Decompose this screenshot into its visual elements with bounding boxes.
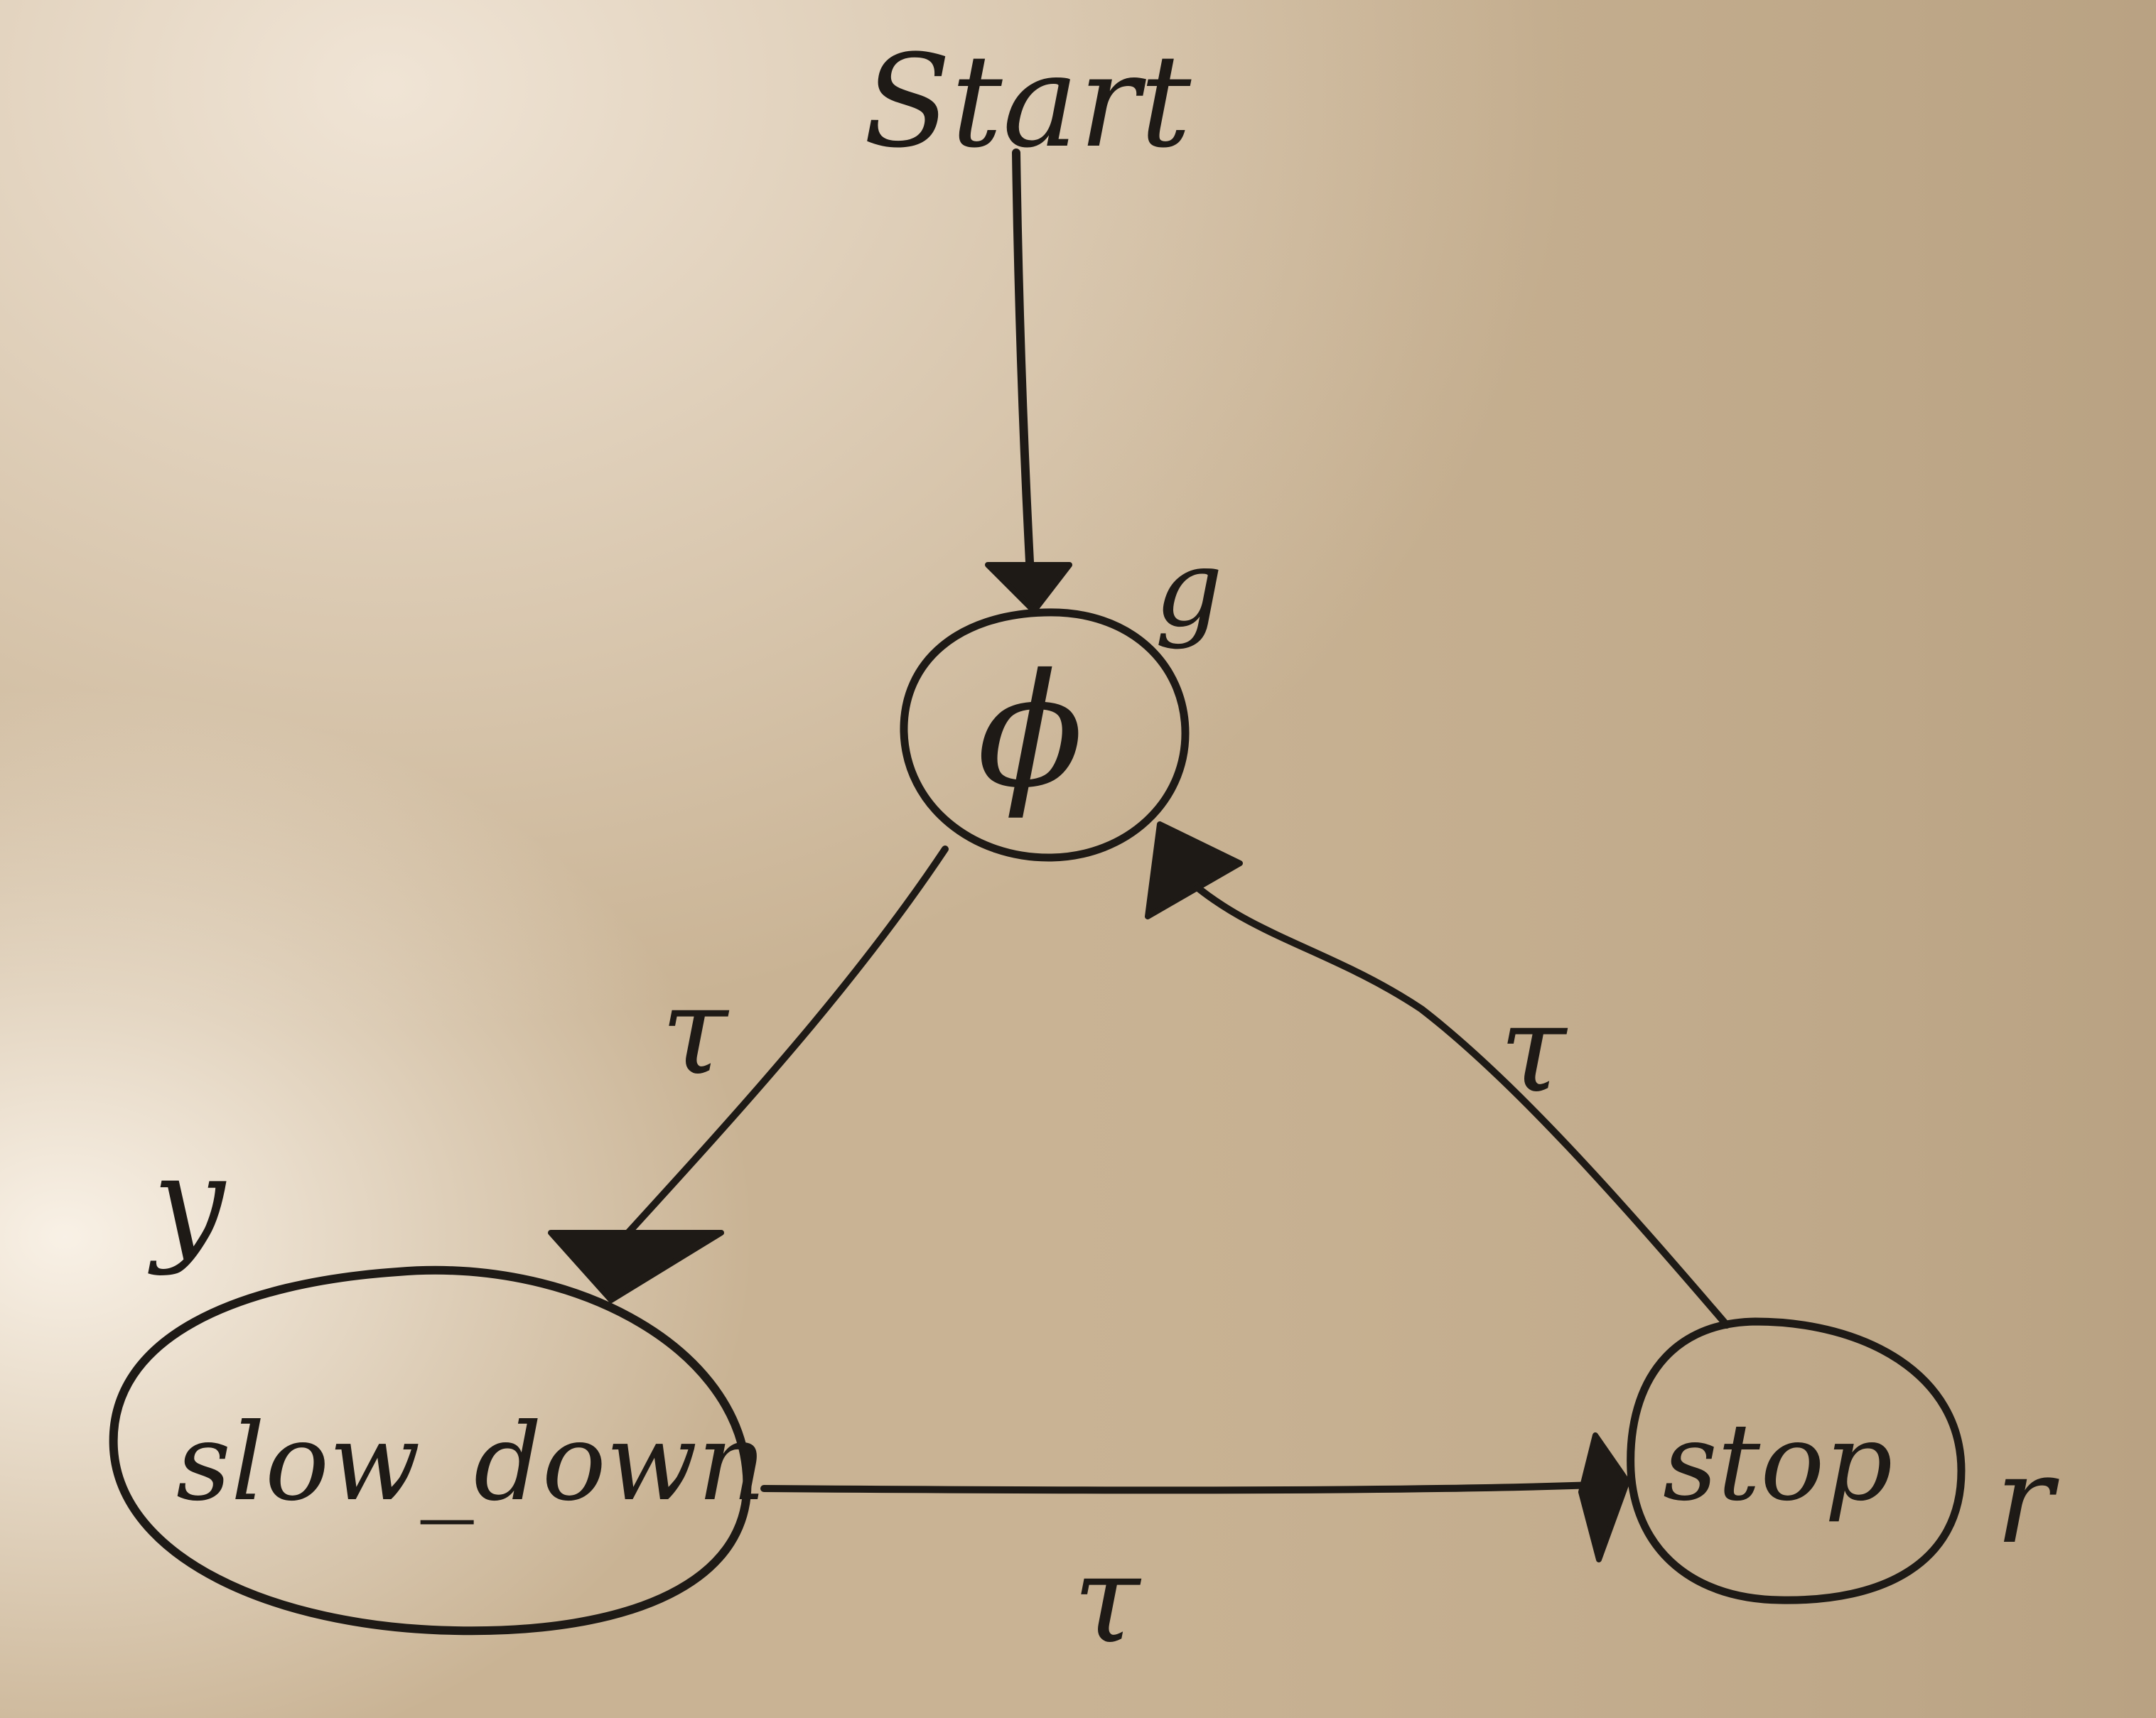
state-slow-down-label: slow_down: [176, 1401, 766, 1525]
start-arrow-head: [985, 562, 1072, 614]
state-phi-output: g: [1155, 527, 1223, 651]
transition-phi-to-slow-down-head: [548, 1230, 724, 1303]
state-slow-down-ellipse: [109, 1265, 752, 1636]
state-phi-circle: [900, 608, 1190, 862]
transition-slow-down-to-stop-label: τ: [1073, 1530, 1142, 1670]
transition-slow-down-to-stop: [760, 1481, 1599, 1494]
state-slow-down-output: y: [148, 1129, 227, 1277]
state-phi-label: ϕ: [977, 640, 1084, 822]
state-stop-circle: [1627, 1317, 1966, 1604]
state-stop-label: stop: [1663, 1401, 1893, 1525]
transition-phi-to-slow-down-label: τ: [661, 961, 730, 1102]
transition-phi-to-slow-down: [618, 846, 949, 1243]
state-stop-output: r: [1995, 1430, 2059, 1571]
start-label: Start: [863, 28, 1192, 176]
transition-stop-to-phi-label: τ: [1499, 979, 1568, 1120]
transition-slow-down-to-stop-head: [1578, 1432, 1630, 1562]
transition-stop-to-phi-head: [1145, 821, 1243, 919]
transition-stop-to-phi: [1190, 881, 1730, 1329]
start-arrow: [1012, 148, 1035, 580]
paper-shade-right: [1066, 0, 2156, 1718]
